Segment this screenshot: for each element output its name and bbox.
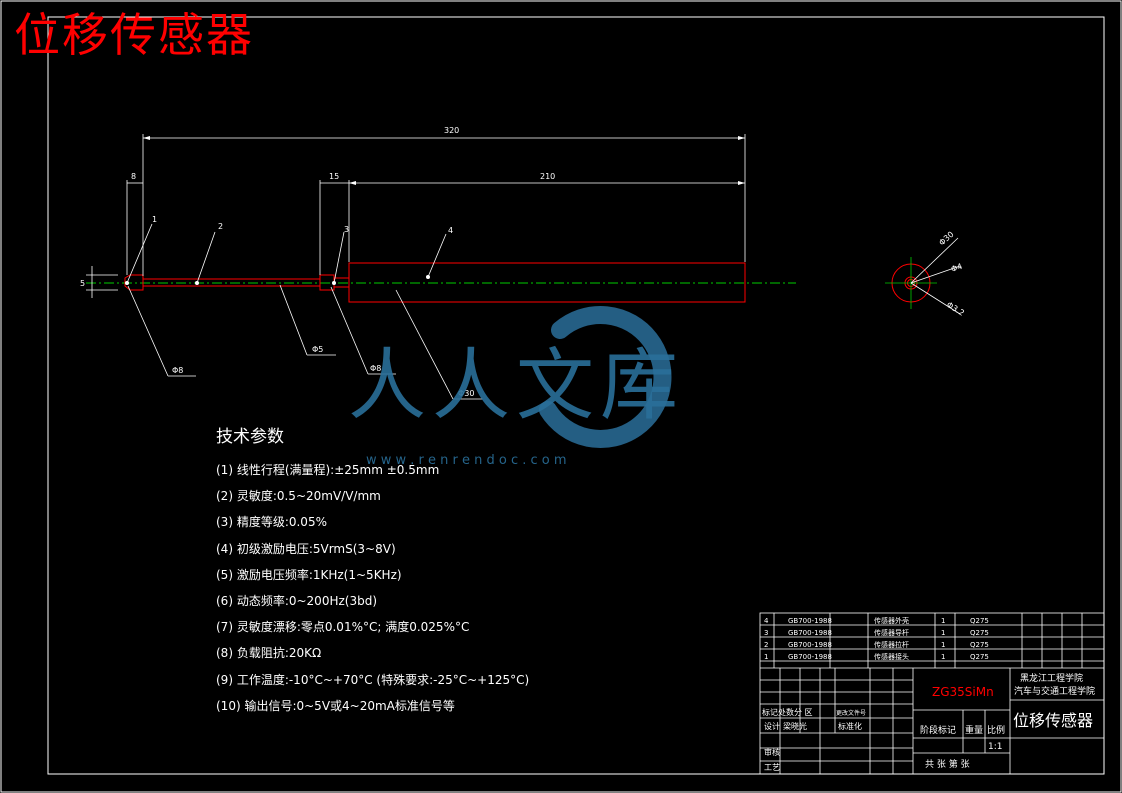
stage-mark-label: 阶段标记 <box>920 724 956 736</box>
watermark-text: 人人文库 <box>348 341 684 431</box>
row-designer-label: 梁晓光 <box>783 721 807 731</box>
bom-row-2-no: 3 <box>764 629 768 637</box>
dim-gap-label: 15 <box>329 172 339 181</box>
section-label-mid: Φ4 <box>950 262 964 274</box>
row-process-label: 工艺 <box>764 763 780 772</box>
school-line-2: 汽车与交通工程学院 <box>1014 685 1095 697</box>
bom-row-1-std: GB700-1988 <box>788 617 832 625</box>
row-std-label: 标准化 <box>838 721 862 731</box>
tech-item: (9) 工作温度:-10°C~+70°C (特殊要求:-25°C~+125°C) <box>216 672 530 687</box>
watermark: 人人文库 w w w . r e n r e n d o c . c o m <box>348 341 684 468</box>
bom-row-4-no: 1 <box>764 653 768 661</box>
bom-row-2-mat: Q275 <box>970 629 989 637</box>
dimension-arrows <box>143 136 745 185</box>
weight-label: 重量 <box>965 724 983 736</box>
tech-item: (2) 灵敏度:0.5~20mV/V/mm <box>216 489 381 504</box>
drawing-title: 位移传感器 <box>14 8 254 62</box>
dia-label-rod: Φ5 <box>312 345 323 354</box>
section-label-inner: Φ3.2 <box>945 300 966 318</box>
dim-overall-label: 320 <box>444 126 459 135</box>
watermark-url: w w w . r e n r e n d o c . c o m <box>366 453 567 468</box>
tech-item: (3) 精度等级:0.05% <box>216 515 327 530</box>
bom-row-4-std: GB700-1988 <box>788 653 832 661</box>
dimension-lines <box>86 134 746 400</box>
bom-row-3-qty: 1 <box>941 641 945 649</box>
bom-row-1-name: 传感器外壳 <box>874 616 909 625</box>
inner-frame <box>47 16 1105 775</box>
scale-value: 1:1 <box>988 742 1002 752</box>
material-label: ZG35SiMn <box>932 685 994 699</box>
dia-label-body: Φ30 <box>458 389 474 398</box>
tech-item: (6) 动态频率:0~200Hz(3bd) <box>216 593 378 608</box>
row-design-label: 设计 <box>764 721 780 731</box>
bom-row-2-std: GB700-1988 <box>788 629 832 637</box>
housing-part <box>348 262 746 303</box>
bom-row-3-mat: Q275 <box>970 641 989 649</box>
drawing-name: 位移传感器 <box>1013 711 1093 730</box>
tech-item: (10) 输出信号:0~5V或4~20mA标准信号等 <box>216 698 455 713</box>
tech-item: (4) 初级激励电压:5VrmS(3~8V) <box>216 541 396 556</box>
bom-row-3-no: 2 <box>764 641 768 649</box>
bom-row-4-mat: Q275 <box>970 653 989 661</box>
bom-row-2-name: 传感器导杆 <box>874 628 909 637</box>
row-mark-label: 标记处数分 区 <box>762 707 813 717</box>
section-view <box>885 237 961 315</box>
title-block-text: ZG35SiMn 黑龙江工程学院 汽车与交通工程学院 位移传感器 阶段标记 重量… <box>762 672 1095 772</box>
balloon-dots <box>125 275 430 285</box>
tech-item: (8) 负载阻抗:20KΩ <box>216 646 322 661</box>
bom-table: 4 GB700-1988 传感器外壳 1 Q275 3 GB700-1988 传… <box>764 616 989 661</box>
technical-parameters: 技术参数 (1) 线性行程(满量程):±25mm ±0.5mm (2) 灵敏度:… <box>216 422 529 723</box>
bom-row-1-qty: 1 <box>941 617 945 625</box>
row-mark2-label: 更改文件号 <box>836 709 866 717</box>
row-review-label: 审核 <box>764 747 780 757</box>
bom-row-1-no: 4 <box>764 617 769 625</box>
title-block-grid <box>759 612 1105 775</box>
dim-tip-label: 5 <box>80 279 85 288</box>
scale-label: 比例 <box>987 724 1005 736</box>
balloon-3: 3 <box>344 225 349 234</box>
balloon-2: 2 <box>218 222 223 231</box>
dim-body-label: 210 <box>540 172 555 181</box>
tech-heading: 技术参数 <box>216 427 284 447</box>
tech-item: (5) 激励电压频率:1KHz(1~5KHz) <box>216 567 402 582</box>
dim-flange-label: 8 <box>131 172 136 181</box>
section-label-outer: Φ30 <box>937 230 955 248</box>
bom-row-4-name: 传感器接头 <box>874 652 909 661</box>
dia-label-mid: Φ8 <box>370 364 381 373</box>
watermark-logo <box>539 305 672 448</box>
bom-row-2-qty: 1 <box>941 629 945 637</box>
tech-item: (7) 灵敏度漂移:零点0.01%°C; 满度0.025%°C <box>216 620 470 635</box>
bom-row-3-name: 传感器拉杆 <box>874 640 909 649</box>
bom-row-3-std: GB700-1988 <box>788 641 832 649</box>
school-line-1: 黑龙江工程学院 <box>1020 672 1083 684</box>
bom-row-4-qty: 1 <box>941 653 945 661</box>
bom-row-1-mat: Q275 <box>970 617 989 625</box>
balloon-4: 4 <box>448 226 453 235</box>
drawing-labels: 320 8 15 210 5 1 2 3 4 Φ8 Φ5 Φ8 Φ30 Φ30 … <box>80 126 966 398</box>
sensor-part <box>124 262 746 303</box>
balloon-1: 1 <box>152 215 157 224</box>
tech-item: (1) 线性行程(满量程):±25mm ±0.5mm <box>216 463 440 477</box>
dia-label-left: Φ8 <box>172 366 183 375</box>
sheets-label: 共 张 第 张 <box>925 758 970 770</box>
